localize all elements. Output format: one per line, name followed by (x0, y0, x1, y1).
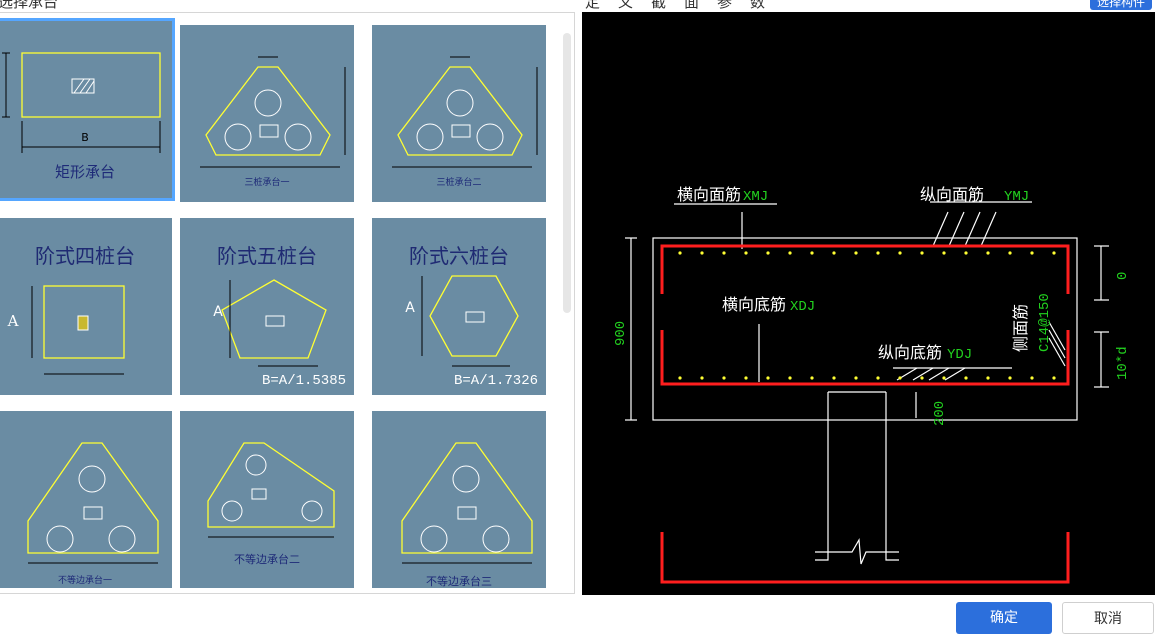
three-pile-cap-2-drawing (392, 56, 538, 168)
tile-dim-a: A (213, 304, 223, 320)
select-component-button[interactable]: 选择构件 (1090, 0, 1152, 10)
tile-unequal-cap-3[interactable]: 不等边承台三 (372, 411, 546, 588)
ymj-label: 纵向面筋 (920, 185, 984, 204)
ydj-code: YDJ (947, 347, 972, 363)
xmj-label: 横向面筋 (677, 185, 741, 204)
three-pile-cap-1-drawing (200, 56, 346, 168)
tile-caption: 三桩承台二 (436, 178, 482, 188)
tile-stepped-six-pile[interactable]: 阶式六桩台 A B=A/1.7326 (372, 218, 546, 395)
tile-caption: 阶式五桩台 (217, 244, 317, 268)
side-rebar-code: C14@150 (1037, 293, 1053, 352)
tile-caption: 不等边承台三 (426, 575, 492, 588)
tile-dim-a: A (7, 312, 19, 330)
dim-anchor: 10*d (1115, 346, 1131, 380)
xdj-code: XDJ (790, 299, 815, 315)
tile-stepped-four-pile[interactable]: 阶式四桩台 A (0, 218, 172, 395)
xdj-label: 横向底筋 (722, 295, 786, 314)
ymj-code: YMJ (1004, 189, 1029, 205)
tile-caption: 不等边承台二 (234, 553, 300, 566)
tile-caption: 三桩承台一 (244, 178, 290, 188)
tile-caption: 阶式六桩台 (409, 244, 509, 268)
tile-three-pile-cap-1[interactable]: 三桩承台一 (180, 25, 354, 202)
cap-type-gallery: B 矩形承台 三桩承台一 三桩承台二 阶式四 (0, 12, 575, 594)
dim-top-cover: 0 (1115, 272, 1131, 280)
rebar-dots (678, 251, 1056, 380)
dim-embed: 200 (932, 401, 948, 426)
stepped-four-pile-drawing (31, 285, 125, 375)
tile-unequal-cap-1[interactable]: 不等边承台一 (0, 411, 172, 588)
section-drawing: 横向面筋 XMJ 纵向面筋 YMJ 横向底筋 XDJ 纵向底筋 YDJ 侧面筋 … (613, 185, 1131, 584)
tile-formula: B=A/1.5385 (261, 373, 346, 389)
xmj-code: XMJ (743, 189, 768, 205)
params-title: 定义截面参数 (585, 0, 784, 11)
tile-dim-a: A (405, 300, 415, 316)
title-bar: 选择承台 定义截面参数 选择构件 (0, 0, 1155, 12)
unequal-cap-3-drawing (401, 442, 533, 564)
tile-caption: 阶式四桩台 (35, 244, 135, 268)
dialog-title: 选择承台 (0, 0, 59, 11)
tile-rect-cap[interactable]: B 矩形承台 (0, 18, 175, 201)
cancel-button[interactable]: 取消 (1062, 602, 1154, 634)
rect-cap-drawing (2, 52, 161, 153)
section-preview: 横向面筋 XMJ 纵向面筋 YMJ 横向底筋 XDJ 纵向底筋 YDJ 侧面筋 … (582, 12, 1155, 595)
gallery-scrollbar[interactable] (563, 33, 571, 313)
ok-button[interactable]: 确定 (956, 602, 1052, 634)
ydj-label: 纵向底筋 (878, 343, 942, 362)
unequal-cap-2-drawing (207, 442, 335, 538)
stepped-six-pile-drawing (421, 275, 519, 367)
stepped-five-pile-drawing (221, 279, 327, 367)
tile-stepped-five-pile[interactable]: 阶式五桩台 A B=A/1.5385 (180, 218, 354, 395)
unequal-cap-1-drawing (27, 442, 159, 564)
tile-dim-b: B (81, 131, 89, 144)
tile-unequal-cap-2[interactable]: 不等边承台二 (180, 411, 354, 588)
tile-formula: B=A/1.7326 (453, 373, 538, 389)
side-rebar-label: 侧面筋 (1011, 304, 1030, 352)
tile-caption: 不等边承台一 (57, 576, 112, 586)
dim-height: 900 (613, 321, 629, 346)
tile-caption: 矩形承台 (54, 163, 115, 181)
tile-three-pile-cap-2[interactable]: 三桩承台二 (372, 25, 546, 202)
